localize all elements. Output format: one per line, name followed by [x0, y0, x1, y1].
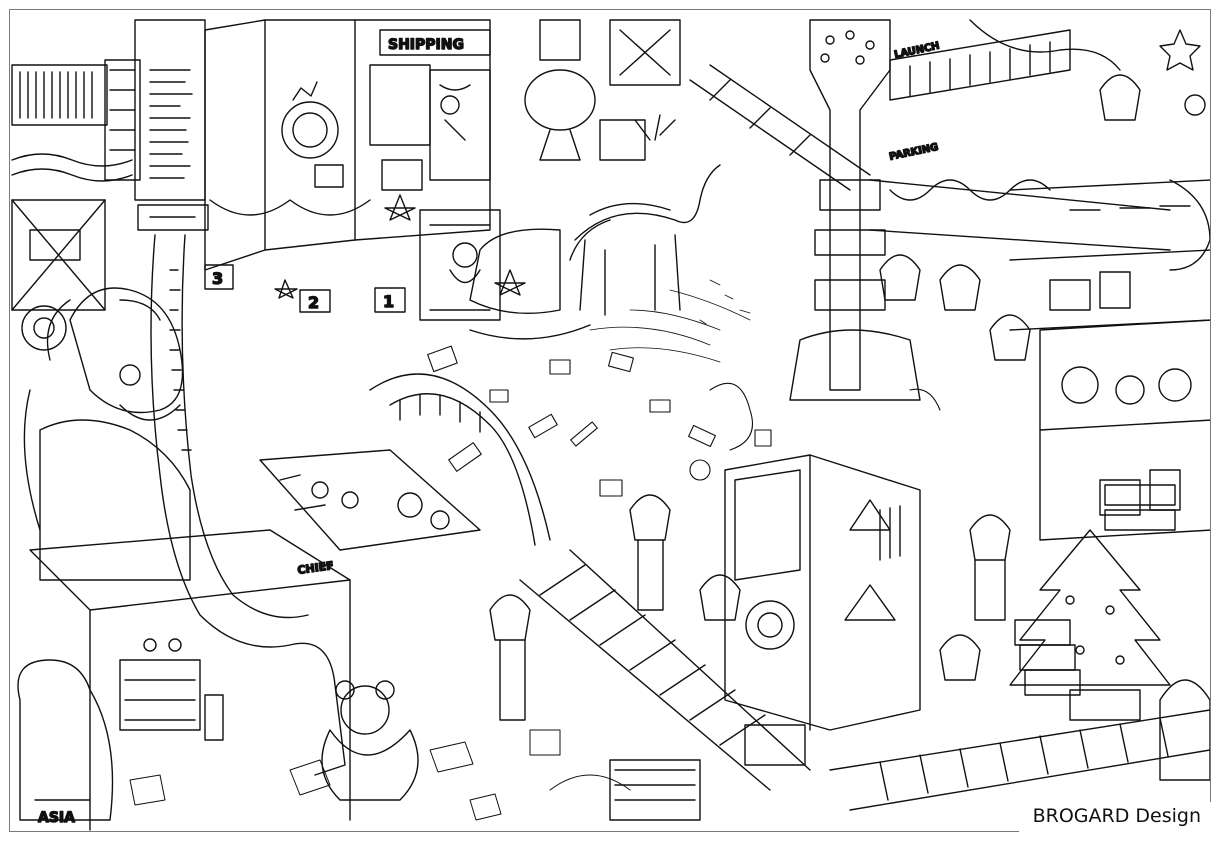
shipping-sign: SHIPPING: [388, 37, 464, 53]
coiled-pipe-top-left: [12, 60, 140, 181]
reindeer: [570, 115, 720, 315]
sleigh: [470, 229, 590, 339]
right-shelves: [1010, 180, 1211, 540]
station-3-number: 3: [212, 269, 223, 288]
control-panel: [260, 450, 480, 550]
teddy-bear: [322, 681, 418, 800]
box-stacks: [610, 485, 1175, 820]
papers-floor: [130, 730, 630, 820]
central-column: [790, 20, 920, 400]
scaffold-left: [12, 200, 105, 350]
station-walls: [205, 20, 490, 312]
asia-label: ASIA: [38, 810, 75, 826]
central-machine: [725, 455, 920, 730]
launch-conveyor: [890, 20, 1120, 100]
brogard-credit: BROGARD Design: [1018, 802, 1211, 832]
wish-list-tower: [135, 20, 208, 230]
illustration-frame: 3 2 1 SHIPPING: [9, 9, 1211, 832]
christmas-tree: [1010, 530, 1170, 685]
hopper-machine: [525, 20, 680, 160]
station-1-number: 1: [383, 292, 394, 311]
window-booth: [420, 210, 500, 320]
main-pipe-diagonal: [690, 65, 1210, 270]
scattered-toys: [428, 346, 940, 496]
floor-hatching: [590, 280, 750, 362]
station-2-number: 2: [308, 293, 319, 312]
asia-sack: [18, 660, 113, 820]
rail-track: [370, 374, 550, 545]
elves: [490, 75, 1210, 780]
workshop-line-art: 3 2 1 SHIPPING: [10, 10, 1211, 832]
wall-clock-top-right: [1160, 30, 1205, 115]
parking-sign: PARKING: [888, 142, 939, 163]
chief-nameplate: CHIEF: [297, 559, 335, 577]
santa: [24, 288, 190, 580]
conveyor-belt-right: [830, 710, 1210, 810]
wish-list-scroll: [151, 235, 345, 775]
conveyor-belt-center: [520, 550, 810, 790]
shipping-booth: [370, 30, 490, 190]
santa-desk: [30, 530, 350, 830]
